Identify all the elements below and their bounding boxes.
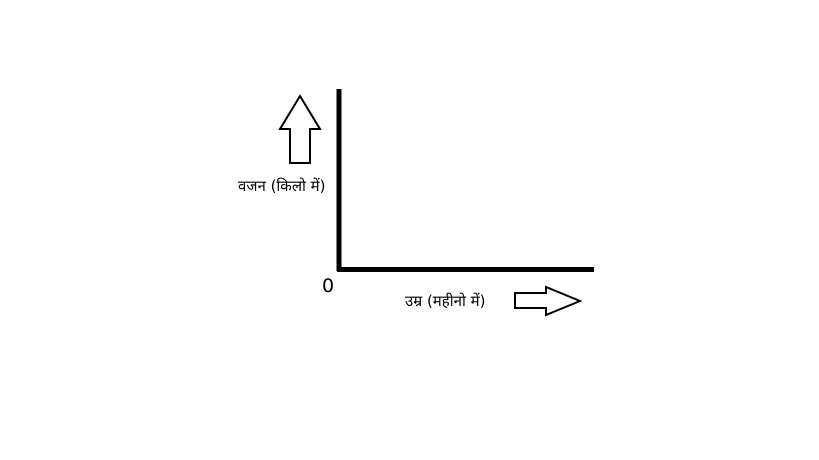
y-axis-label: वजन (किलो में) [238,177,325,195]
x-axis-label: उम्र (महीनो में) [405,292,485,310]
right-arrow-icon [514,285,583,317]
origin-label: 0 [322,275,334,297]
up-arrow-icon [278,94,322,164]
